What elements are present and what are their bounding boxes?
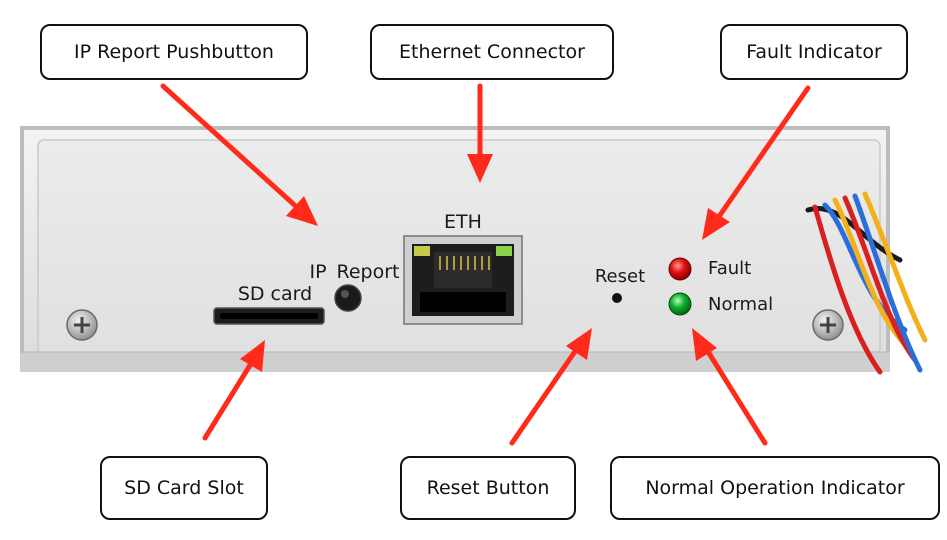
normal-label: Normal [708,294,773,315]
left-screw [66,309,98,341]
callout-ethernet: Ethernet Connector [370,24,614,80]
arrow-reset [509,328,592,446]
callout-ip-report: IP Report Pushbutton [40,24,308,80]
arrow-normal [692,328,768,446]
fault-label: Fault [708,258,751,279]
callout-sd-card: SD Card Slot [100,456,268,520]
sd-card-label: SD card [238,283,312,305]
ip-report-button[interactable] [334,284,362,312]
wire-bundle [805,191,928,375]
normal-led [668,292,692,316]
reset-button[interactable] [612,293,622,303]
arrow-ip-report [160,83,318,226]
arrow-sd-card [202,340,265,441]
fault-led [668,257,692,281]
reset-label: Reset [595,266,645,287]
right-screw [812,309,844,341]
arrow-ethernet [467,83,493,183]
report-label: Report [337,261,400,283]
ethernet-pins [439,256,490,270]
arrows [160,83,811,446]
ethernet-port[interactable] [403,235,523,325]
sd-card-slot[interactable] [213,307,325,325]
arrow-fault [702,85,811,240]
eth-label: ETH [444,211,482,233]
callout-reset: Reset Button [400,456,576,520]
callout-normal: Normal Operation Indicator [610,456,940,520]
ip-label: IP [309,261,326,283]
callout-fault: Fault Indicator [720,24,908,80]
